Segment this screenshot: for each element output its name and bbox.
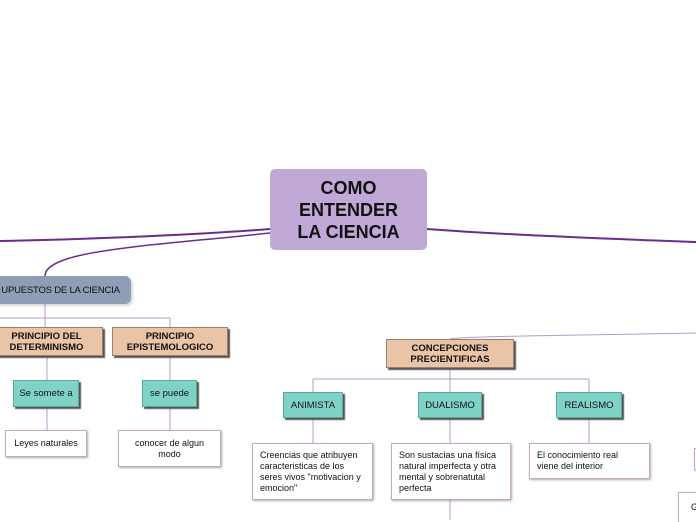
connector-to-concepciones bbox=[449, 332, 696, 340]
topic-principio-determinismo[interactable]: PRINCIPIO DEL DETERMINISMO bbox=[0, 327, 103, 356]
topic-principio-epistemologico[interactable]: PRINCIPIO EPISTEMOLOGICO bbox=[112, 327, 228, 356]
note-partial-g[interactable]: G bbox=[678, 492, 696, 522]
connector-to-supuestos bbox=[44, 232, 271, 277]
relation-se-somete[interactable]: Se somete a bbox=[13, 380, 79, 407]
connector-relation-notes bbox=[312, 418, 590, 520]
relation-se-puede[interactable]: se puede bbox=[142, 380, 197, 407]
note-sustancias[interactable]: Son sustacias una física natural imperfe… bbox=[391, 443, 511, 500]
connector-right-main bbox=[426, 228, 696, 243]
relation-realismo[interactable]: REALISMO bbox=[556, 392, 622, 418]
note-conocer[interactable]: conocer de algun modo bbox=[118, 430, 221, 467]
relation-dualismo[interactable]: DUALISMO bbox=[418, 392, 482, 418]
note-offscreen-right bbox=[694, 448, 696, 470]
connector-concepciones-children bbox=[312, 368, 590, 392]
note-conocimiento[interactable]: El conocimiento real viene del interior bbox=[529, 443, 650, 479]
central-topic[interactable]: COMO ENTENDER LA CIENCIA bbox=[270, 169, 427, 250]
relation-animista[interactable]: ANIMISTA bbox=[283, 392, 343, 418]
connector-left-main bbox=[0, 228, 271, 242]
connector-supuestos-children bbox=[0, 304, 171, 327]
note-leyes-naturales[interactable]: Leyes naturales bbox=[5, 430, 87, 457]
topic-concepciones-precientificas[interactable]: CONCEPCIONES PRECIENTIFICAS bbox=[386, 339, 514, 368]
topic-supuestos[interactable]: UPUESTOS DE LA CIENCIA bbox=[0, 276, 131, 304]
note-creencias[interactable]: Creencias que atribuyen caracteristicas … bbox=[252, 443, 373, 500]
note-partial-g-label: G bbox=[691, 502, 696, 512]
